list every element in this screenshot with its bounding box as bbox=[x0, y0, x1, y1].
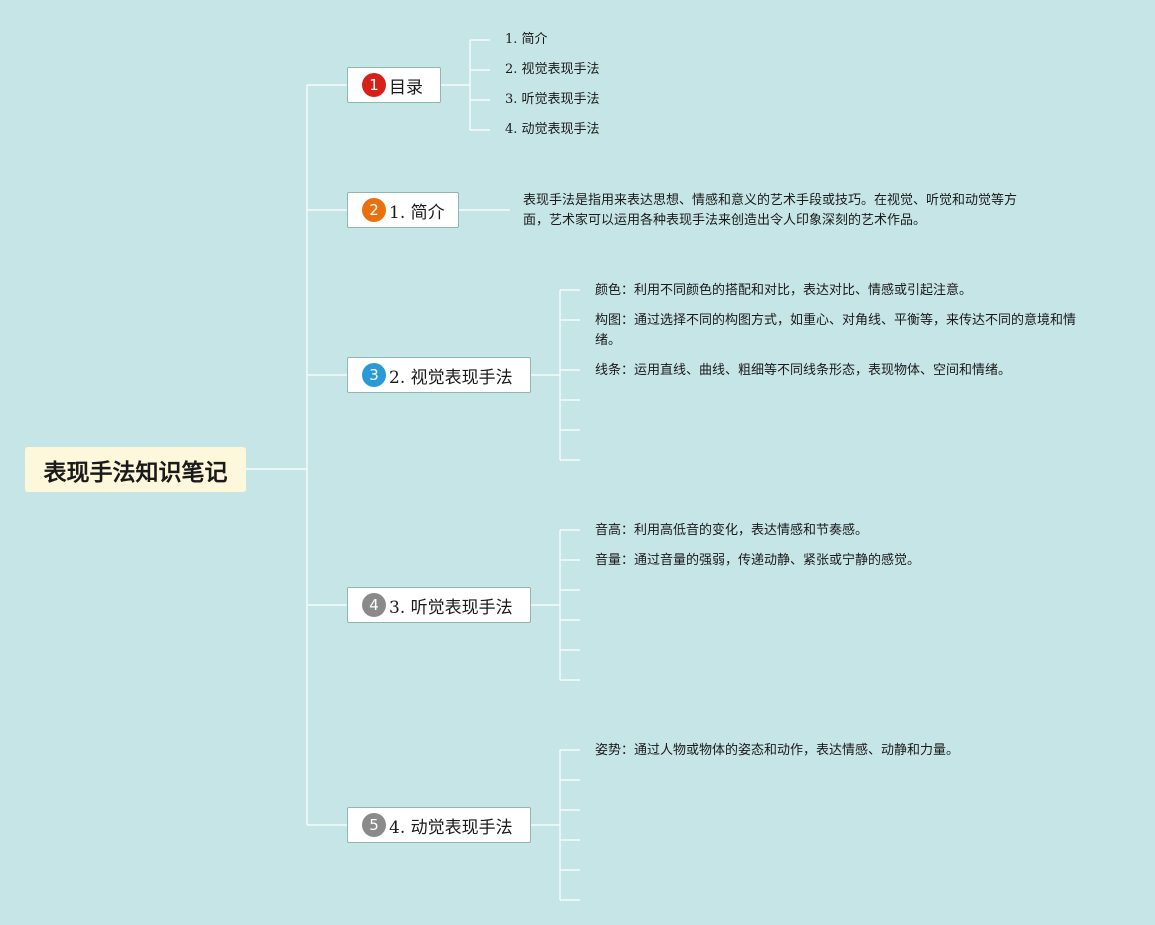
visual-item-line[interactable]: 线条：运用直线、曲线、粗细等不同线条形态，表现物体、空间和情绪。 bbox=[595, 363, 1012, 378]
toc-item[interactable]: 1. 简介 bbox=[505, 32, 548, 47]
toc-item[interactable]: 4. 动觉表现手法 bbox=[505, 122, 600, 137]
intro-text[interactable]: 表现手法是指用来表达思想、情感和意义的艺术手段或技巧。在视觉、听觉和动觉等方面，… bbox=[523, 193, 1018, 228]
visual-item-color[interactable]: 颜色：利用不同颜色的搭配和对比，表达对比、情感或引起注意。 bbox=[595, 283, 973, 298]
branch-kinesthetic[interactable]: 5 4. 动觉表现手法 bbox=[347, 807, 531, 843]
branch-label: 2. 视觉表现手法 bbox=[389, 367, 513, 388]
branch-auditory[interactable]: 4 3. 听觉表现手法 bbox=[347, 587, 531, 623]
toc-item[interactable]: 2. 视觉表现手法 bbox=[505, 62, 600, 77]
branch-label: 目录 bbox=[389, 77, 423, 98]
number-badge-5: 5 bbox=[362, 813, 386, 837]
number-badge-2: 2 bbox=[362, 198, 386, 222]
branch-toc[interactable]: 1 目录 bbox=[347, 67, 441, 103]
number-badge-1: 1 bbox=[362, 73, 386, 97]
auditory-item-volume[interactable]: 音量：通过音量的强弱，传递动静、紧张或宁静的感觉。 bbox=[595, 553, 921, 568]
number-badge-3: 3 bbox=[362, 363, 386, 387]
toc-item[interactable]: 3. 听觉表现手法 bbox=[505, 92, 600, 107]
branch-label: 1. 简介 bbox=[389, 202, 445, 223]
branch-intro[interactable]: 2 1. 简介 bbox=[347, 192, 459, 228]
branch-label: 3. 听觉表现手法 bbox=[389, 597, 513, 618]
number-badge-4: 4 bbox=[362, 593, 386, 617]
kinesthetic-item-posture[interactable]: 姿势：通过人物或物体的姿态和动作，表达情感、动静和力量。 bbox=[595, 743, 960, 758]
branch-label: 4. 动觉表现手法 bbox=[389, 817, 513, 838]
branch-visual[interactable]: 3 2. 视觉表现手法 bbox=[347, 357, 531, 393]
auditory-item-pitch[interactable]: 音高：利用高低音的变化，表达情感和节奏感。 bbox=[595, 523, 869, 538]
root-topic[interactable]: 表现手法知识笔记 bbox=[25, 447, 246, 492]
visual-item-composition[interactable]: 构图：通过选择不同的构图方式，如重心、对角线、平衡等，来传达不同的意境和情绪。 bbox=[595, 313, 1077, 348]
